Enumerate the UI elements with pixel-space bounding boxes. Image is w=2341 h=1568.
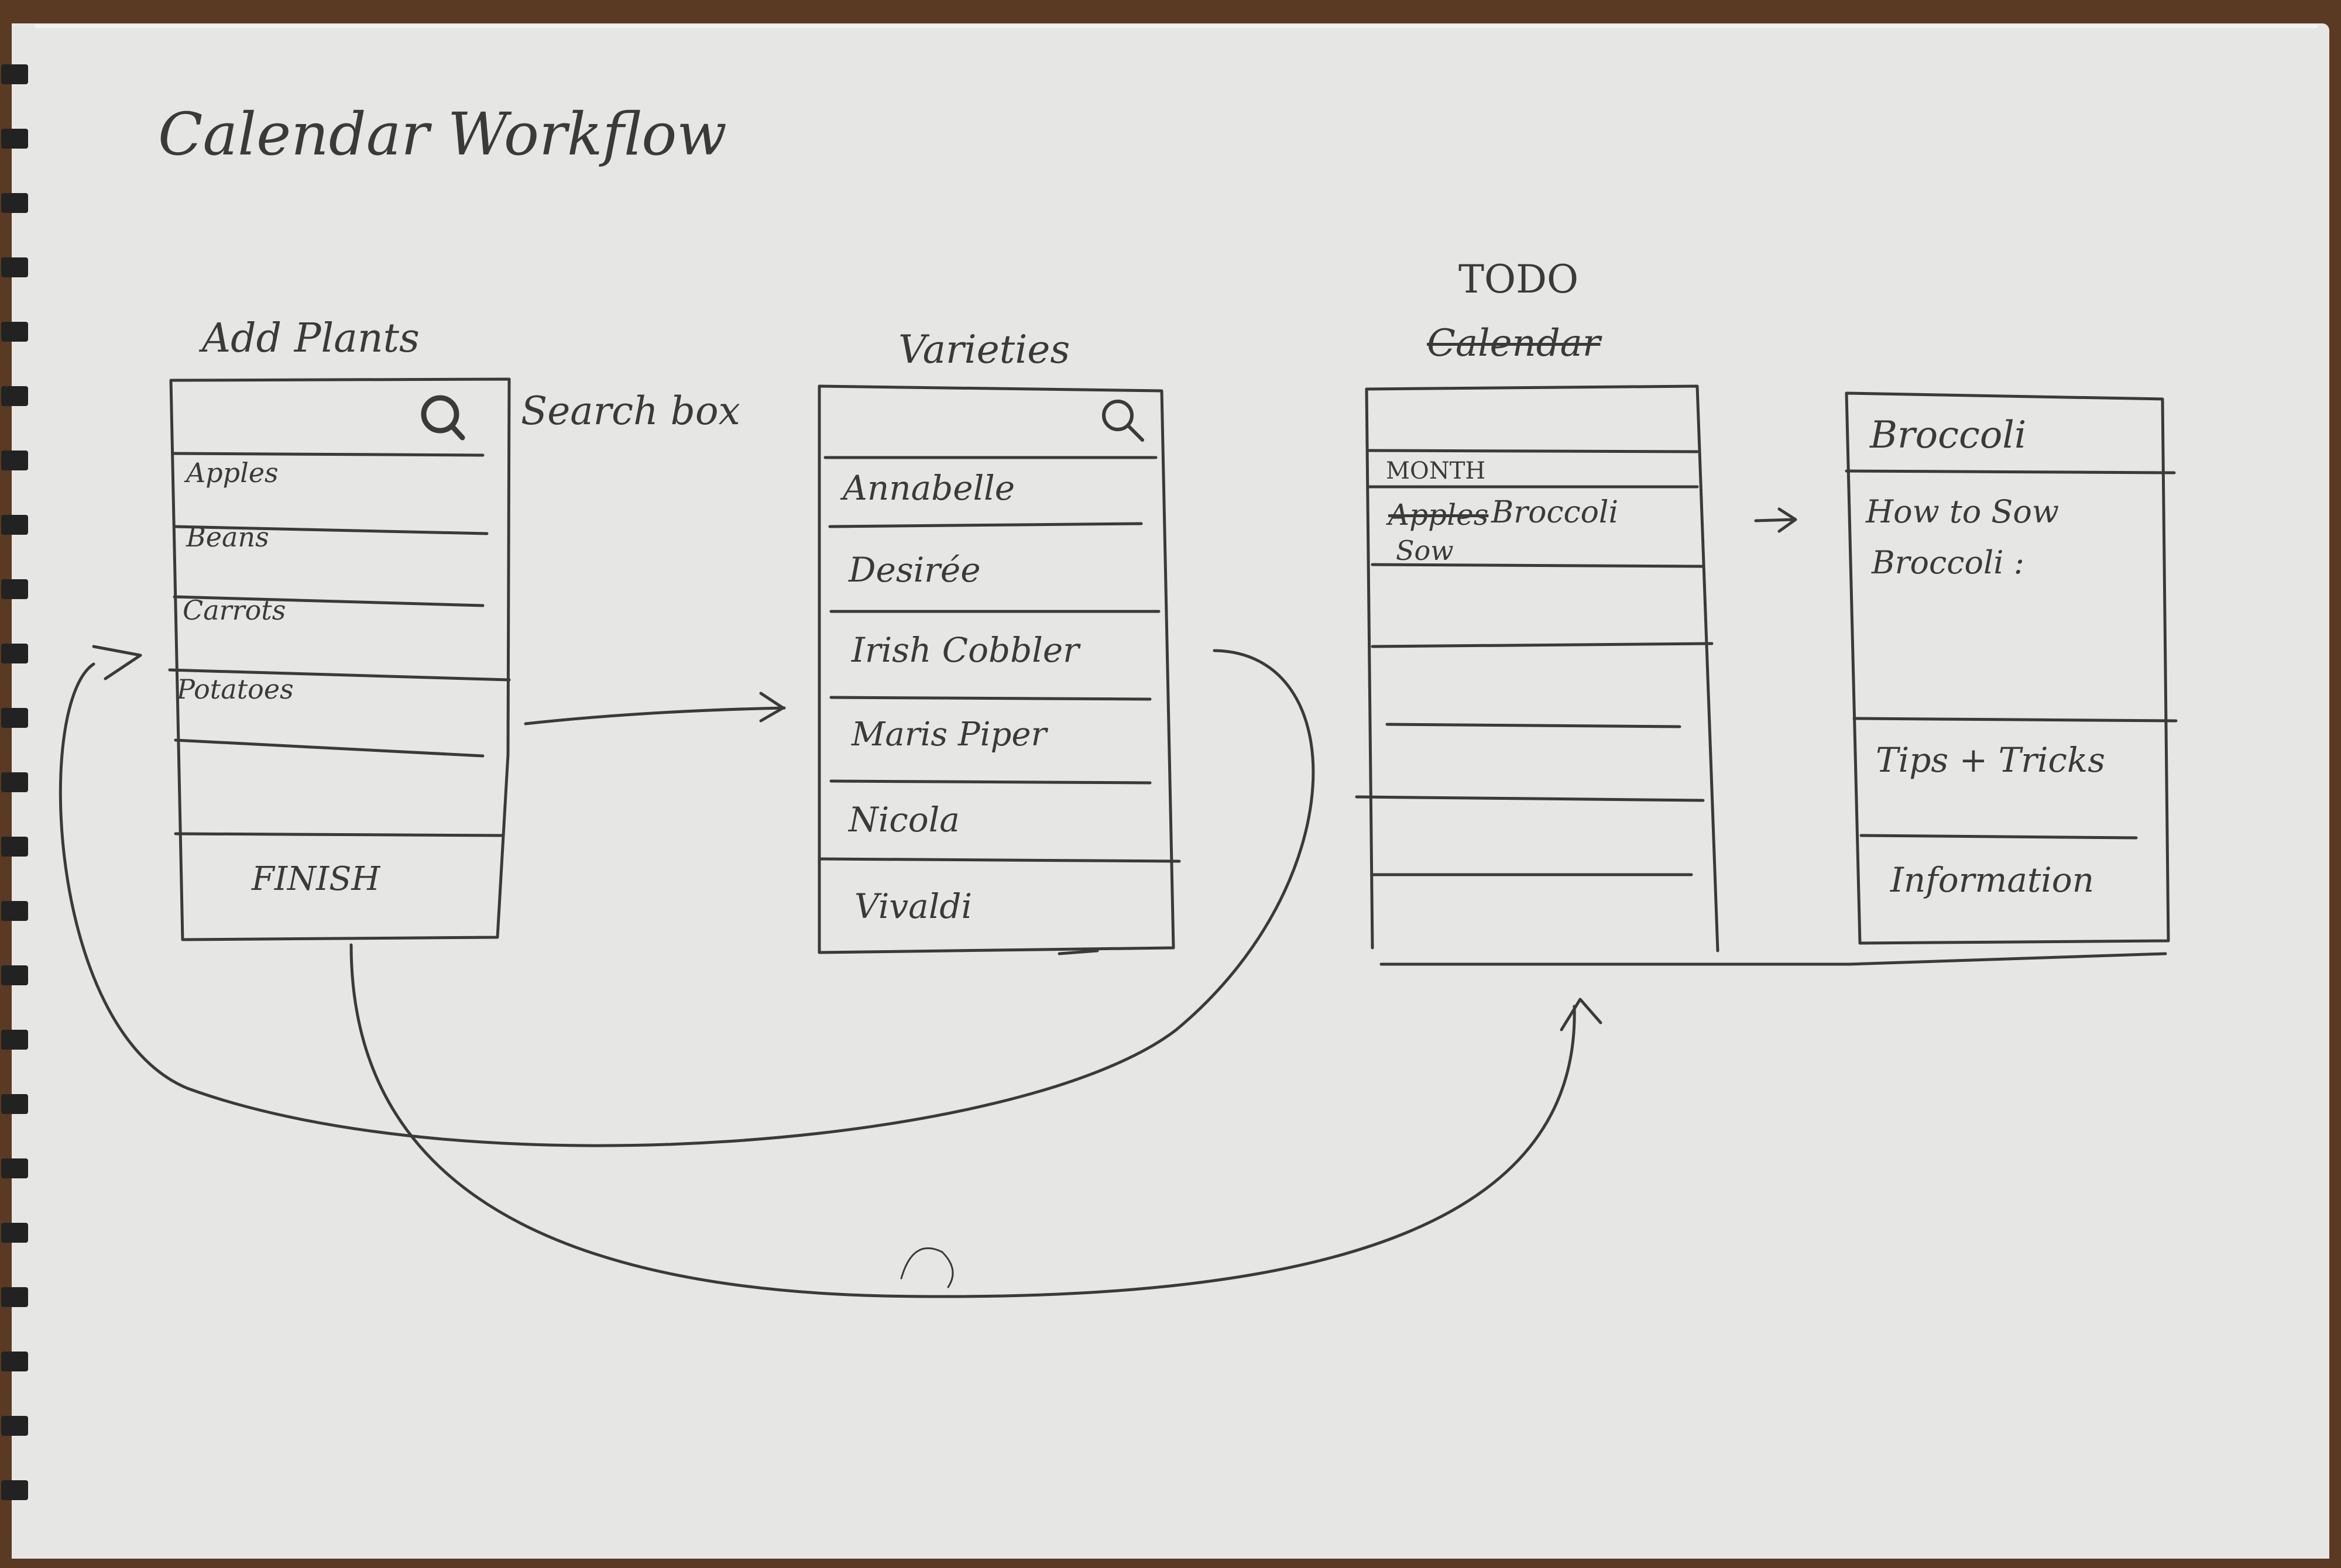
binding-ring [1, 1416, 28, 1436]
row-divider [1852, 717, 2178, 723]
binding-ring [1, 1094, 28, 1114]
how-to-sow-label: How to Sow [1866, 493, 2059, 530]
add-plants-heading: Add Plants [202, 315, 420, 362]
row-divider [1355, 795, 1705, 802]
binding-ring [1, 579, 28, 599]
variety-item: Maris Piper [852, 716, 1047, 754]
row-divider [1371, 642, 1714, 648]
todo-to-detail-arrow [1754, 507, 1797, 533]
varieties-heading: Varieties [898, 327, 1070, 372]
binding-ring [1, 322, 28, 342]
binding-ring [1, 129, 28, 149]
binding-ring [1, 386, 28, 406]
row-divider [1371, 563, 1705, 568]
tips-tricks-label: Tips + Tricks [1876, 740, 2105, 780]
arrow-head [759, 692, 785, 723]
bottom-line [1379, 952, 2167, 966]
binding-ring [1, 1352, 28, 1371]
variety-item: Irish Cobbler [852, 630, 1079, 670]
binding-ring [1, 1030, 28, 1050]
binding-ring [1, 64, 28, 84]
binding-ring [1, 193, 28, 213]
spiral-binding [0, 47, 35, 1568]
todo-frame-right [1365, 384, 1719, 953]
variety-item: Annabelle [843, 468, 1015, 508]
search-icon [1102, 400, 1144, 442]
varieties-screen [818, 384, 1181, 955]
finish-button-label: FINISH [252, 860, 380, 898]
todo-heading: TODO [1458, 257, 1579, 302]
arrow-head [92, 645, 142, 680]
row-divider [829, 779, 1152, 785]
how-to-sow-label-line2: Broccoli : [1872, 544, 2024, 581]
row-divider [1058, 949, 1099, 955]
todo-struck-heading: Calendar [1427, 322, 1601, 365]
loop-back-arrow [59, 649, 1315, 1147]
binding-ring [1, 901, 28, 921]
row-divider [174, 738, 485, 758]
todo-item: Broccoli [1491, 495, 1619, 530]
arrow-to-varieties [524, 706, 786, 725]
pen-smudge [900, 1247, 954, 1288]
todo-struck-item: Apples [1388, 498, 1489, 532]
add-plants-item: Carrots [183, 594, 286, 626]
binding-ring [1, 644, 28, 663]
row-divider [174, 832, 505, 837]
binding-ring [1, 965, 28, 985]
binding-ring [1, 515, 28, 535]
detail-title: Broccoli [1870, 414, 2027, 457]
binding-ring [1, 708, 28, 728]
row-divider [828, 522, 1143, 528]
binding-ring [1, 451, 28, 470]
row-divider [1845, 469, 2176, 474]
row-divider [171, 452, 485, 457]
binding-ring [1, 257, 28, 277]
binding-ring [1, 1480, 28, 1500]
todo-item-action: Sow [1396, 535, 1454, 566]
broccoli-detail-screen [1845, 391, 2178, 945]
binding-ring [1, 772, 28, 792]
detail-frame [1845, 391, 2170, 945]
binding-ring [1, 837, 28, 857]
search-box-annotation: Search box [521, 388, 740, 434]
binding-ring [1, 1158, 28, 1178]
diagram-title: Calendar Workflow [158, 100, 727, 169]
row-divider [818, 857, 1181, 863]
row-divider [829, 696, 1152, 701]
add-plants-frame [169, 377, 511, 941]
page-edge [35, 25, 2318, 28]
row-divider [1385, 723, 1681, 728]
arrow-head [1560, 998, 1602, 1031]
row-divider [168, 668, 511, 682]
add-plants-item: Beans [186, 521, 269, 553]
row-divider [173, 525, 489, 535]
variety-item: Desirée [849, 550, 981, 590]
month-label: MONTH [1386, 458, 1486, 484]
information-label: Information [1890, 860, 2095, 900]
todo-screen [1355, 384, 2167, 966]
todo-frame-left [1365, 387, 1374, 950]
varieties-frame [818, 384, 1175, 954]
row-divider [1368, 449, 1699, 453]
search-icon [421, 395, 465, 441]
binding-ring [1, 1223, 28, 1243]
add-plants-item: Potatoes [177, 673, 294, 705]
row-divider [1859, 834, 2138, 840]
add-plants-screen [168, 377, 511, 941]
row-divider [173, 595, 485, 607]
variety-item: Vivaldi [854, 886, 972, 926]
binding-ring [1, 1287, 28, 1307]
add-plants-item: Apples [186, 457, 279, 489]
finish-to-todo-arrow [349, 943, 1576, 1298]
variety-item: Nicola [849, 800, 960, 840]
